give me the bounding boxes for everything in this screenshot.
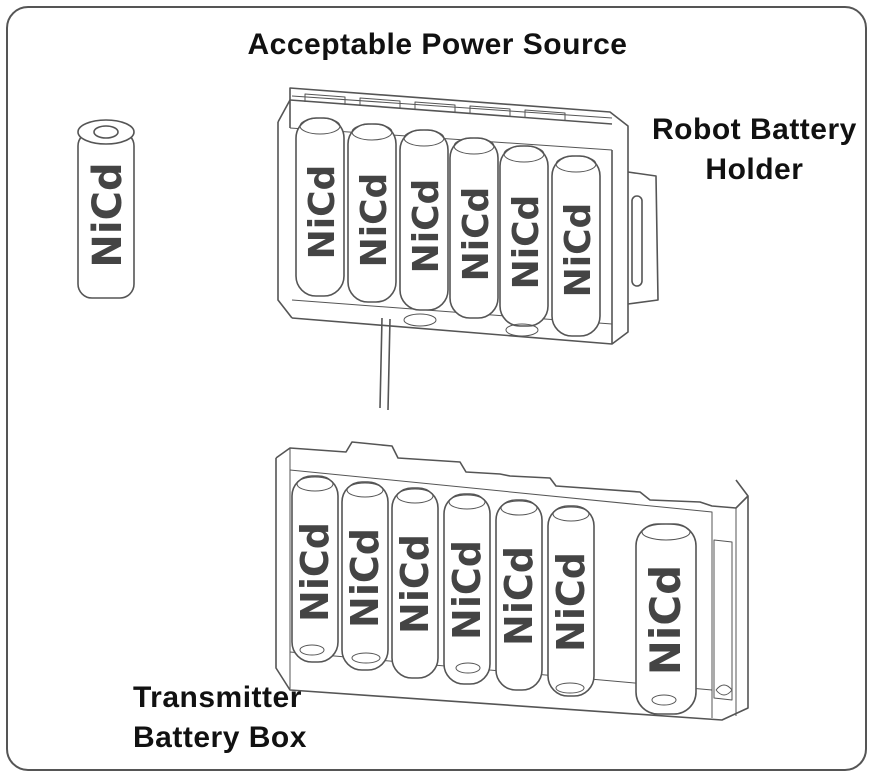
diagram-title: Acceptable Power Source [247,28,628,61]
tx-cell-5-text: NiCd [497,546,541,646]
transmitter-label-line-2: Battery Box [133,721,307,754]
tx-cell-6-text: NiCd [549,552,593,652]
single-battery-text: NiCd [85,162,131,267]
tx-cell-7-text: NiCd [641,565,690,675]
robot-battery-holder [277,87,659,411]
robot-battery-holder-label: Robot Battery Holder [652,110,857,190]
transmitter-battery-box-label: Transmitter Battery Box [133,678,307,758]
robot-cell-3-text: NiCd [406,179,447,274]
tx-cell-1-text: NiCd [293,522,337,622]
transmitter-label-line-1: Transmitter [133,681,302,714]
robot-cell-4-text: NiCd [456,187,497,282]
robot-label-line-2: Holder [705,153,804,186]
robot-cell-5-text: NiCd [506,195,547,290]
robot-label-line-1: Robot Battery [652,113,857,146]
tx-cell-3-text: NiCd [393,534,437,634]
tx-cell-2-text: NiCd [343,528,387,628]
transmitter-battery-box [275,441,749,721]
robot-cell-6-text: NiCd [558,203,599,298]
robot-cell-2-text: NiCd [354,173,395,268]
tx-cell-4-text: NiCd [445,540,489,640]
single-nicd-battery [77,119,135,299]
robot-cell-1-text: NiCd [302,165,343,260]
